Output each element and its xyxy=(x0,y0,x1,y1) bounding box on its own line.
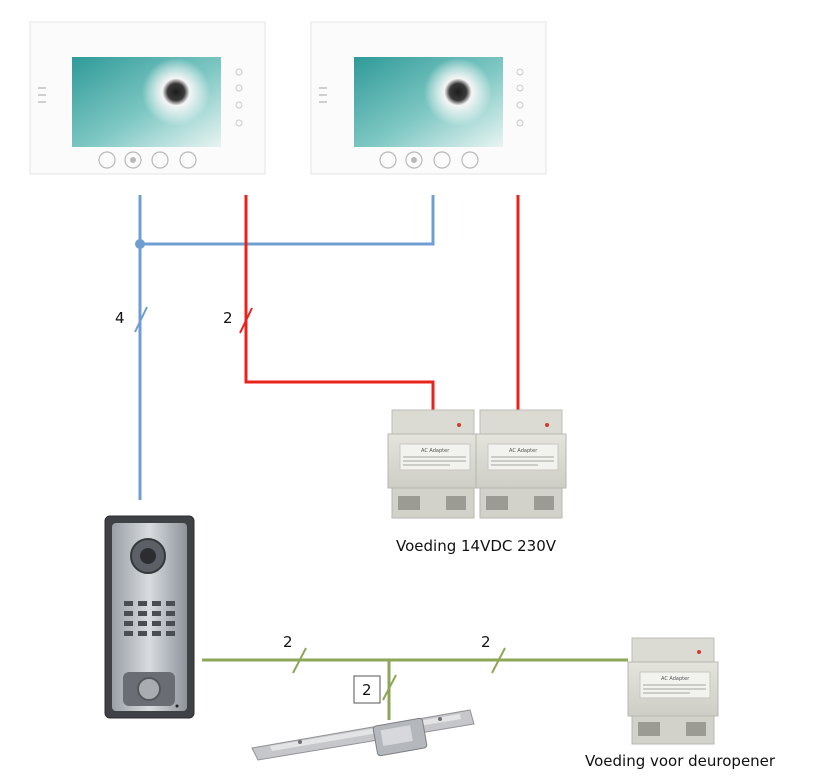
door-strike xyxy=(251,709,475,761)
network-icon xyxy=(379,151,397,169)
lock-wire-count: 2 xyxy=(362,681,372,699)
door-station xyxy=(104,515,195,719)
blue-wire-junction xyxy=(135,239,145,249)
adapter-right: AC Adapter xyxy=(475,409,567,519)
green-right-wire-count: 2 xyxy=(481,633,491,651)
monitor-right-buttons xyxy=(379,151,479,169)
red-wire xyxy=(239,195,520,410)
call-button-icon xyxy=(137,677,161,701)
monitor-left xyxy=(29,21,266,175)
adapter-right-label: AC Adapter xyxy=(509,448,538,454)
lock-wire-count-box: 2 xyxy=(353,675,381,704)
record-icon xyxy=(405,151,423,169)
monitor-left-buttons xyxy=(98,151,197,169)
adapter-left: AC Adapter xyxy=(387,409,479,519)
power-supply-caption: Voeding 14VDC 230V xyxy=(396,537,557,555)
monitor-right xyxy=(310,21,547,175)
speaker-icon xyxy=(461,151,479,169)
adapter-door-opener: AC Adapter xyxy=(627,637,719,745)
door-opener-supply-caption: Voeding voor deuropener xyxy=(585,752,776,770)
key-icon xyxy=(433,151,451,169)
record-icon xyxy=(124,151,142,169)
blue-wire-count: 4 xyxy=(115,309,125,327)
green-left-wire-count: 2 xyxy=(283,633,293,651)
adapter-left-label: AC Adapter xyxy=(421,448,450,454)
network-icon xyxy=(98,151,116,169)
adapter-door-label: AC Adapter xyxy=(661,676,690,682)
red-wire-count: 2 xyxy=(223,309,233,327)
speaker-icon xyxy=(179,151,197,169)
green-wire xyxy=(202,647,628,720)
key-icon xyxy=(151,151,169,169)
